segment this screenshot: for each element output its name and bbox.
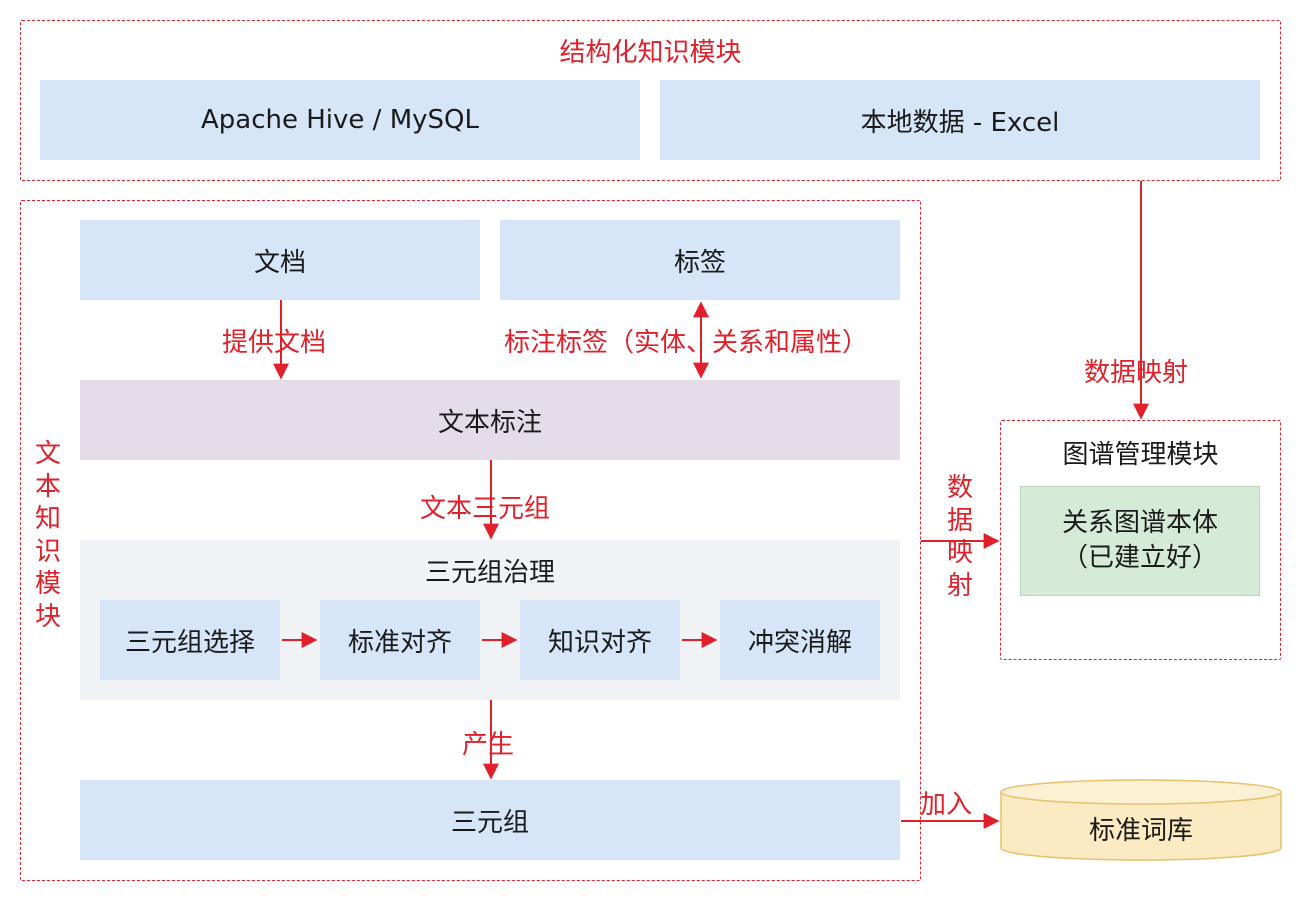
provide-doc-label: 提供文档 — [222, 328, 327, 358]
vocab-cylinder — [1000, 779, 1282, 861]
graph-module-title: 图谱管理模块 — [1062, 439, 1219, 470]
governance-step: 冲突消解 — [720, 600, 880, 680]
text-module — [20, 200, 921, 881]
doc-box: 文档 — [80, 220, 480, 300]
tag-box: 标签 — [500, 220, 900, 300]
graph-module — [1000, 420, 1281, 660]
data-mapping-top-label: 数据映射 — [1084, 358, 1189, 388]
governance-step: 三元组选择 — [100, 600, 280, 680]
triples-box: 三元组 — [80, 780, 900, 860]
ontology-box: 关系图谱本体 （已建立好） — [1020, 486, 1260, 596]
structured-module — [20, 20, 1281, 181]
data-mapping-side-label: 数 据 映 射 — [940, 472, 980, 602]
text-module-title-char: 本 — [34, 471, 61, 502]
local-excel-box: 本地数据 - Excel — [660, 80, 1260, 160]
text-module-title-char: 知 — [34, 504, 61, 534]
text-module-title-char: 模 — [34, 569, 61, 599]
annotate-tags-label: 标注标签（实体、关系和属性） — [504, 328, 869, 358]
governance-step: 标准对齐 — [320, 600, 480, 680]
data-mapping-side-char: 射 — [946, 570, 973, 601]
text-annotation-box: 文本标注 — [80, 380, 900, 460]
text-module-title-char: 块 — [34, 601, 61, 632]
data-mapping-side-char: 数 — [946, 473, 973, 503]
text-module-title: 文 本 知 识 模 块 — [28, 438, 68, 633]
text-module-title-char: 识 — [34, 536, 61, 567]
ontology-line1: 关系图谱本体 — [1061, 507, 1218, 538]
governance-step: 知识对齐 — [520, 600, 680, 680]
vocab-label: 标准词库 — [1088, 815, 1193, 846]
ontology-line2: （已建立好） — [1061, 543, 1218, 573]
data-mapping-side-char: 据 — [946, 505, 973, 536]
produce-label: 产生 — [462, 730, 515, 760]
hive-mysql-box: Apache Hive / MySQL — [40, 80, 640, 160]
add-label: 加入 — [920, 790, 973, 820]
text-triple-label: 文本三元组 — [420, 494, 551, 524]
data-mapping-side-char: 映 — [946, 538, 973, 568]
structured-module-title: 结构化知识模块 — [559, 37, 742, 68]
text-module-title-char: 文 — [34, 439, 61, 469]
governance-title: 三元组治理 — [424, 557, 555, 588]
